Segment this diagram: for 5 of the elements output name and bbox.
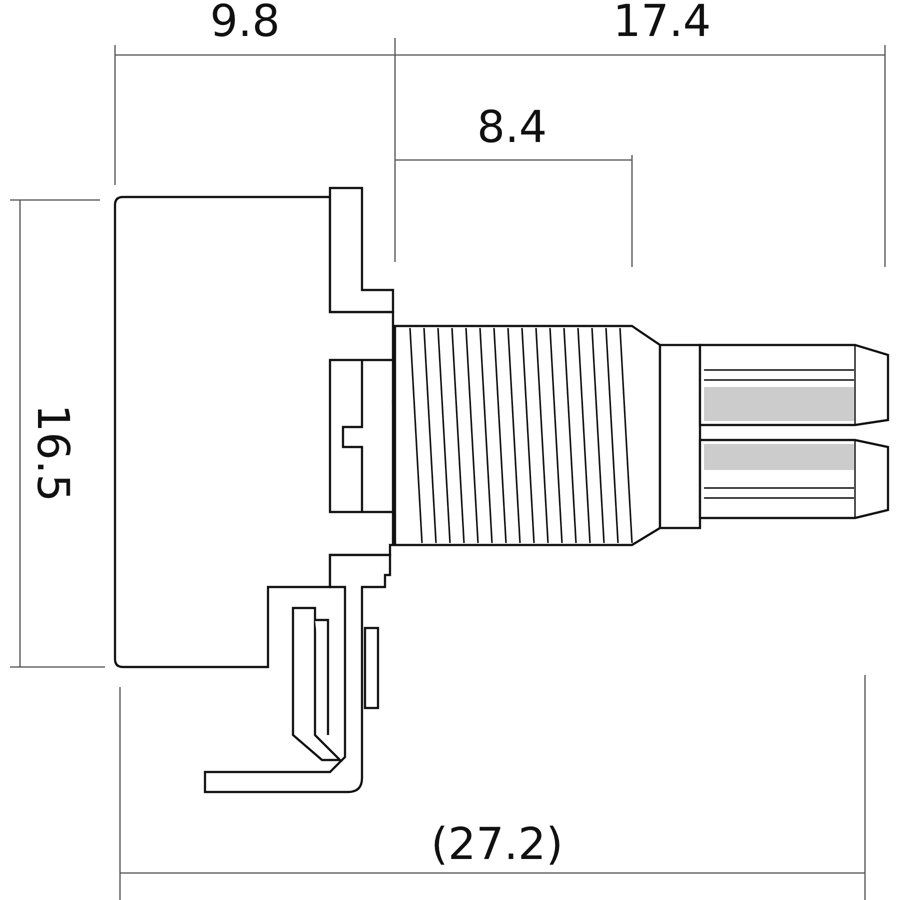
dimension-label: (27.2)	[430, 823, 564, 867]
dimension-label: 9.8	[210, 0, 280, 44]
dimension-label: 8.4	[477, 106, 547, 150]
dimension-label: 17.4	[613, 0, 711, 44]
dimension-label: 16.5	[30, 404, 74, 502]
